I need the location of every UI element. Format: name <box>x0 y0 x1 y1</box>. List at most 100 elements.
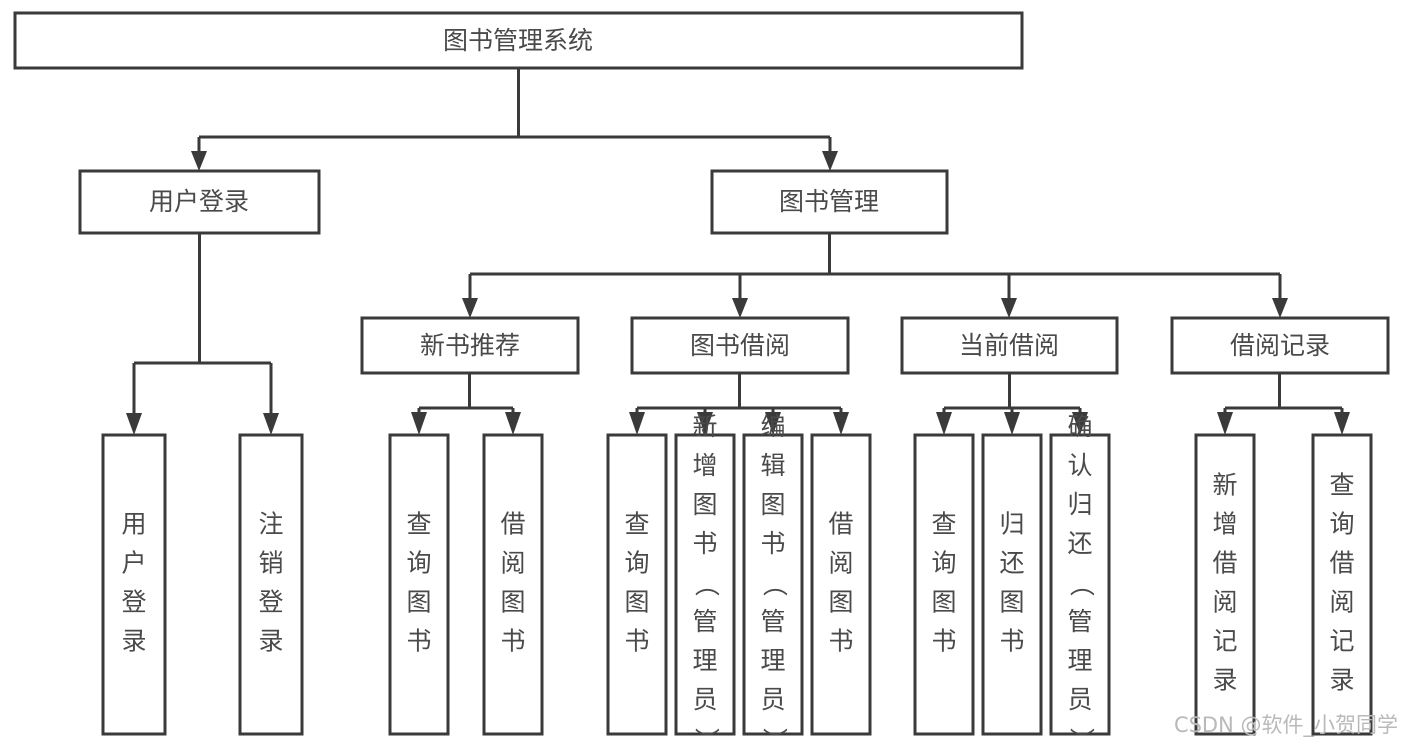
node-user-login[interactable]: 用户登录 <box>78 169 321 235</box>
node-leaf-query-book-2-box[interactable] <box>606 433 668 736</box>
connector-layer <box>126 68 1350 435</box>
leaf-label-char: 理 <box>1067 646 1092 675</box>
leaf-label-char: 归 <box>999 510 1024 539</box>
node-leaf-query-borrow-record-box[interactable] <box>1311 433 1373 736</box>
leaf-label-char: 理 <box>760 646 785 675</box>
leaf-label-char: 编 <box>760 412 785 441</box>
node-leaf-user-login[interactable]: 用户登录 <box>101 433 167 736</box>
leaf-label-char: 录 <box>258 627 283 656</box>
leaf-label-char: 录 <box>1329 666 1354 695</box>
node-layer: 图书管理系统 用户登录 图书管理 新书推荐 图书借阅 <box>13 11 1390 747</box>
leaf-label-char: 登 <box>121 588 146 617</box>
node-leaf-edit-book-box[interactable] <box>742 433 804 736</box>
leaf-label-char: 户 <box>121 549 146 578</box>
node-user-login-box[interactable] <box>78 169 321 235</box>
arrow-head-book-borrow <box>732 298 748 318</box>
leaf-label-char: 询 <box>1329 510 1354 539</box>
leaf-label-char: 销 <box>258 549 283 578</box>
leaf-label-char: 借 <box>1212 549 1237 578</box>
node-borrow-record-label: 借阅记录 <box>1230 331 1330 360</box>
arrow-head-leaf-borrow-book-2 <box>833 412 849 435</box>
node-leaf-borrow-book-2-box[interactable] <box>810 433 872 736</box>
arrow-head-borrow-record <box>1272 298 1288 318</box>
leaf-label-char: 图 <box>999 588 1024 617</box>
leaf-label-char: 归 <box>1067 490 1092 519</box>
node-new-book-recommend[interactable]: 新书推荐 <box>360 316 580 375</box>
leaf-label-char: 管 <box>1067 607 1092 636</box>
leaf-label-char: 阅 <box>1329 588 1354 617</box>
leaf-label-char: 借 <box>500 510 525 539</box>
node-leaf-borrow-book-1-box[interactable] <box>482 433 544 736</box>
leaf-label-char: 还 <box>1067 529 1092 558</box>
node-book-borrow-box[interactable] <box>630 316 850 375</box>
leaf-label-char: 询 <box>406 549 431 578</box>
node-book-management-box[interactable] <box>710 169 949 235</box>
node-leaf-confirm-return-box[interactable] <box>1049 433 1111 736</box>
node-root-box[interactable] <box>13 11 1024 70</box>
node-new-book-recommend-box[interactable] <box>360 316 580 375</box>
leaf-label-char: （ <box>1067 571 1096 596</box>
node-root[interactable]: 图书管理系统 <box>13 11 1024 70</box>
node-leaf-logout-box[interactable] <box>238 433 304 736</box>
leaf-label-char: 还 <box>999 549 1024 578</box>
leaf-label-char: （ <box>760 571 789 596</box>
arrow-head-leaf-query-book-1 <box>411 412 427 435</box>
leaf-label-char: 书 <box>760 529 785 558</box>
leaf-label-char: 书 <box>999 627 1024 656</box>
leaf-label-char: 注 <box>258 510 283 539</box>
node-leaf-add-book-box[interactable] <box>674 433 736 736</box>
node-leaf-query-book-1-box[interactable] <box>388 433 450 736</box>
node-borrow-record[interactable]: 借阅记录 <box>1170 316 1390 375</box>
arrow-head-leaf-query-book-3 <box>936 412 952 435</box>
leaf-label-char: 询 <box>624 549 649 578</box>
node-leaf-user-login-box[interactable] <box>101 433 167 736</box>
arrow-head-leaf-confirm-return <box>1072 412 1088 435</box>
leaf-label-char: 增 <box>692 451 717 480</box>
node-user-login-label: 用户登录 <box>149 187 249 216</box>
leaf-label-char: 新 <box>692 412 717 441</box>
arrow-head-leaf-logout <box>263 413 279 435</box>
node-book-management[interactable]: 图书管理 <box>710 169 949 235</box>
node-current-borrow-box[interactable] <box>900 316 1119 375</box>
node-current-borrow[interactable]: 当前借阅 <box>900 316 1119 375</box>
leaf-label-char: 图 <box>624 588 649 617</box>
arrow-head-leaf-edit-book <box>765 412 781 435</box>
leaf-label-char: 查 <box>624 510 649 539</box>
leaf-label-char: 记 <box>1329 627 1354 656</box>
node-leaf-return-book-box[interactable] <box>981 433 1043 736</box>
arrow-head-book-management <box>822 151 838 171</box>
node-leaf-query-book-3-box[interactable] <box>913 433 975 736</box>
leaf-label-char: 查 <box>931 510 956 539</box>
leaf-label-char: 辑 <box>760 451 785 480</box>
node-current-borrow-label: 当前借阅 <box>959 331 1059 360</box>
node-book-borrow[interactable]: 图书借阅 <box>630 316 850 375</box>
leaf-label-char: 书 <box>828 627 853 656</box>
leaf-label-char: 书 <box>406 627 431 656</box>
leaf-label-char: 查 <box>1329 471 1354 500</box>
node-borrow-record-box[interactable] <box>1170 316 1390 375</box>
node-leaf-add-borrow-record-box[interactable] <box>1194 433 1256 736</box>
node-book-borrow-label: 图书借阅 <box>690 331 790 360</box>
leaf-label-char: 理 <box>692 646 717 675</box>
arrow-head-leaf-return-book <box>1004 412 1020 435</box>
